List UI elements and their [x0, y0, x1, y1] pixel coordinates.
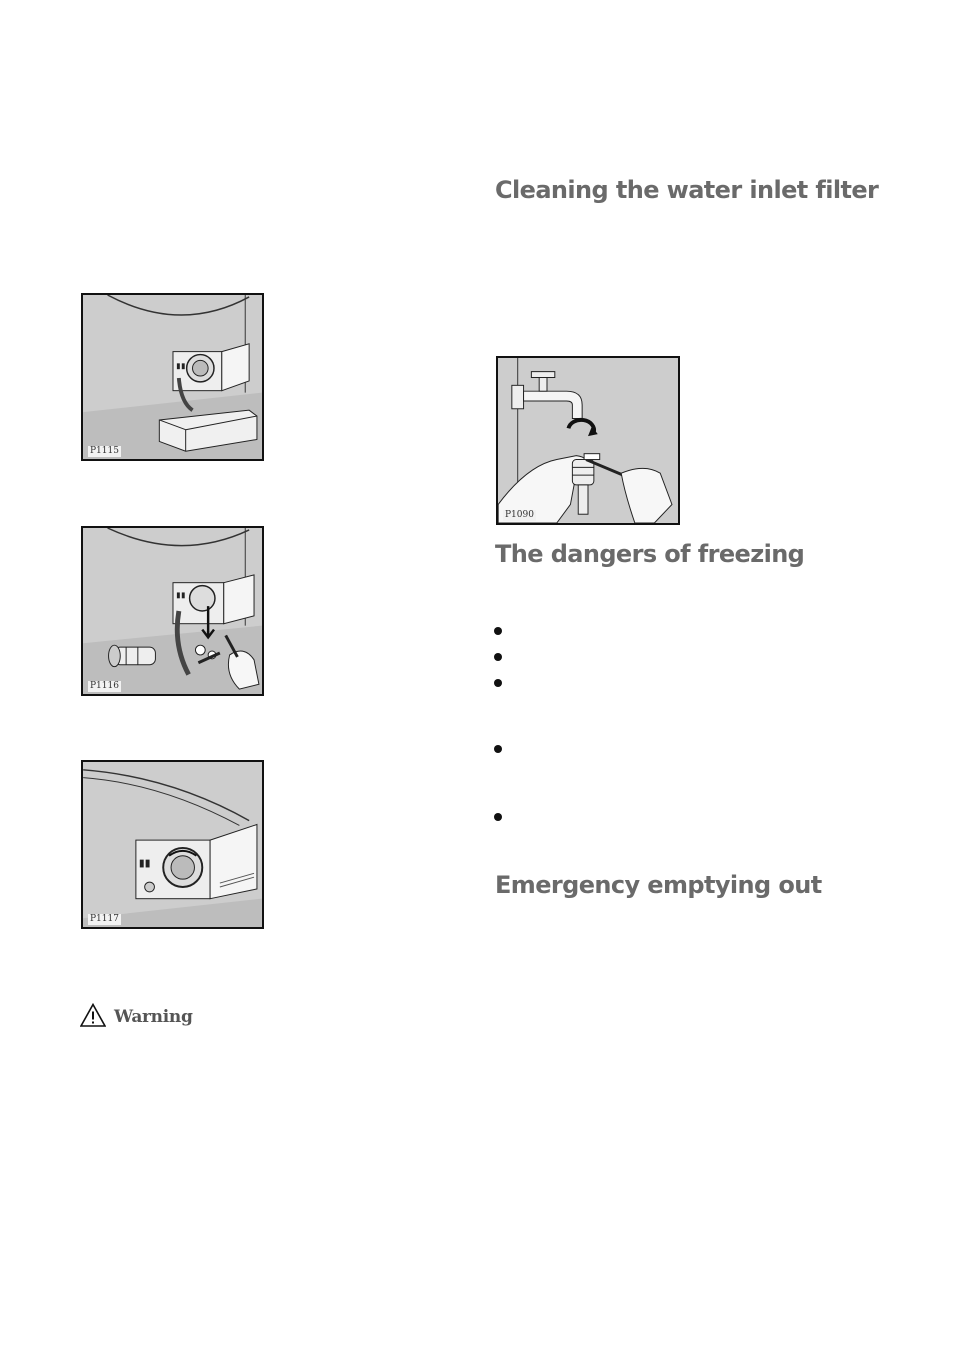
pump-cover-closed-illustration — [83, 769, 262, 927]
bullet-point — [494, 745, 502, 753]
figure-p1090: P1090 — [496, 356, 680, 525]
figure-p1116: P1116 — [81, 526, 264, 696]
warning-label: Warning — [114, 1007, 193, 1027]
heading-emergency-emptying: Emergency emptying out — [495, 871, 822, 899]
bullet-point — [494, 813, 502, 821]
figure-label-p1116: P1116 — [88, 681, 121, 692]
pump-drain-illustration — [83, 295, 262, 459]
pump-filter-removal-illustration — [83, 528, 262, 694]
heading-cleaning-inlet-filter: Cleaning the water inlet filter — [495, 176, 879, 204]
figure-label-p1115: P1115 — [88, 446, 121, 457]
warning-notice: Warning — [80, 1003, 193, 1027]
warning-triangle-icon — [80, 1003, 106, 1027]
inlet-filter-cleaning-illustration — [498, 358, 673, 523]
bullet-point — [494, 653, 502, 661]
figure-label-p1117: P1117 — [88, 914, 121, 925]
figure-label-p1090: P1090 — [503, 510, 536, 521]
heading-dangers-of-freezing: The dangers of freezing — [495, 540, 805, 568]
bullet-point — [494, 679, 502, 687]
figure-p1115: P1115 — [81, 293, 264, 461]
figure-p1117: P1117 — [81, 760, 264, 929]
bullet-point — [494, 627, 502, 635]
